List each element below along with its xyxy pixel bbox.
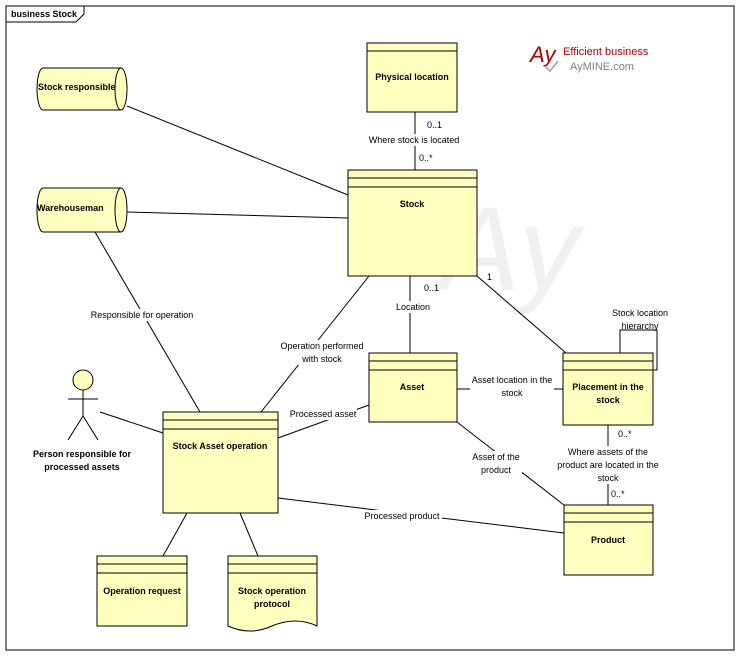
connector-labels: Where stock is located 0..1 0..* 0..1 Lo… [90,120,668,522]
warehouseman-label: Warehouseman [37,203,104,213]
link-operation-request [162,512,188,557]
physical-location-class[interactable]: Physical location [366,42,458,113]
actor-head [72,369,94,391]
responsible-for-operation-label: Responsible for operation [91,310,194,320]
multiplicity-stock-top: 0..* [419,153,433,163]
physical-location-label: Physical location [375,72,449,82]
link-placement-self [619,329,658,371]
hierarchy-label-2: hierarchy [621,321,659,331]
link-warehouseman-stock [126,211,349,219]
placement-class[interactable]: Placement in the stock [562,352,654,426]
product-label: Product [591,535,625,545]
operation-performed-label-2: with stock [301,354,342,364]
multiplicity-product: 0..* [611,489,625,499]
link-person-operation [99,411,164,434]
where-assets-label-2: product are located in the [557,460,659,470]
stock-label: Stock [400,199,426,209]
stock-class[interactable]: Stock [347,169,478,277]
processed-asset-label: Processed asset [290,409,357,419]
operation-performed-label-1: Operation performed [280,341,363,351]
operation-request-label: Operation request [103,586,181,596]
link-stock-placement [476,275,567,354]
link-operation-protocol [239,512,259,557]
link-warehouseman-operation [94,231,201,413]
where-stock-located-label: Where stock is located [369,135,460,145]
product-class[interactable]: Product [563,504,654,576]
logo-mark: Ay [528,42,557,67]
stock-responsible-label: Stock responsible [38,82,116,92]
operation-request-class[interactable]: Operation request [96,555,188,627]
asset-label: Asset [400,382,425,392]
asset-location-label-2: stock [501,388,523,398]
person-label-2: processed assets [44,462,120,472]
stock-operation-protocol-document[interactable]: Stock operation protocol [227,555,318,632]
where-assets-label-1: Where assets of the [568,447,648,457]
link-responsible-stock [126,105,349,196]
protocol-label-2: protocol [254,599,290,609]
multiplicity-placement: 0..* [618,429,632,439]
multiplicity-stock-location: 0..1 [424,283,439,293]
person-label-1: Person responsible for [33,449,132,459]
asset-of-product-label-2: product [481,465,512,475]
stock-responsible-role[interactable]: Stock responsible [36,67,128,111]
processed-product-label: Processed product [364,511,440,521]
frame-title: business Stock [11,9,78,19]
location-label: Location [396,302,430,312]
frame-tab [5,5,85,23]
actor-leg-right [82,415,99,441]
logo-site: AyMINE.com [570,61,634,73]
placement-label-2: stock [596,395,621,405]
stock-asset-operation-class[interactable]: Stock Asset operation [162,411,279,514]
asset-location-label-1: Asset location in the [472,375,553,385]
where-assets-label-3: stock [597,473,619,483]
logo-tagline: Efficient business [563,46,649,58]
hierarchy-label-1: Stock location [612,308,668,318]
warehouseman-role[interactable]: Warehouseman [36,187,128,233]
multiplicity-physical: 0..1 [427,120,442,130]
asset-of-product-label-1: Asset of the [472,452,520,462]
protocol-label-1: Stock operation [238,586,306,596]
actor-leg-left [67,415,84,441]
multiplicity-one: 1 [487,272,492,282]
placement-label-1: Placement in the [572,382,644,392]
aymine-logo: Ay Efficient business AyMINE.com [528,42,649,73]
asset-class[interactable]: Asset [368,352,458,423]
stock-asset-operation-label: Stock Asset operation [173,441,268,451]
check-icon [544,60,559,73]
person-actor[interactable]: Person responsible for processed assets [33,369,132,472]
